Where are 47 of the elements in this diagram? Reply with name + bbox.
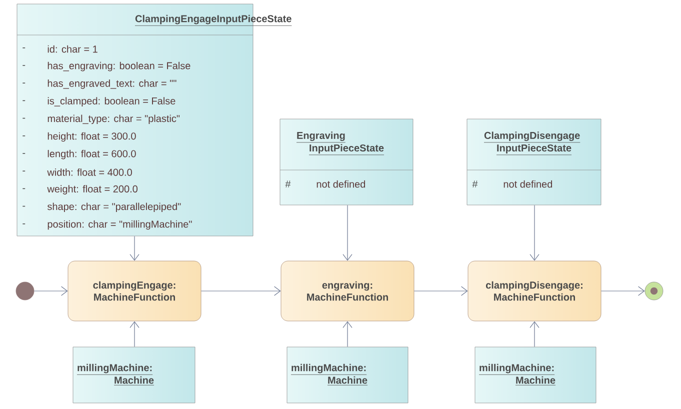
- visibility-marker: -: [22, 135, 26, 136]
- attribute-text: material_type: char = "plastic": [48, 114, 180, 124]
- visibility-marker: -: [22, 206, 26, 207]
- start-circle: [16, 282, 34, 300]
- attribute-text: height: float = 300.0: [48, 132, 136, 142]
- end-circle: [644, 282, 664, 300]
- visibility-marker: -: [22, 118, 26, 119]
- attribute-text: width: float = 400.0: [47, 168, 132, 176]
- class-name: ClampingDisengage InputPieceState: [484, 132, 580, 156]
- arrow: [342, 204, 352, 261]
- arrow: [130, 236, 140, 261]
- attribute-text: position: char = "millingMachine": [48, 220, 192, 230]
- visibility-marker: -: [22, 188, 26, 190]
- action-box: engraving: MachineFunction: [280, 260, 414, 322]
- attribute-text: is_clamped: boolean = False: [48, 97, 176, 106]
- class-name: ClampingEngageInputPieceState: [134, 14, 292, 26]
- action-box: clampingDisengage: MachineFunction: [468, 260, 602, 322]
- arrow: [530, 204, 540, 261]
- attribute-text: length: float = 600.0: [48, 150, 136, 160]
- visibility-marker: #: [472, 180, 478, 188]
- object-box: millingMachine: Machine: [72, 346, 196, 404]
- arrow: [34, 286, 68, 296]
- arrow: [130, 321, 140, 348]
- action-box: clampingEngage: MachineFunction: [68, 260, 202, 322]
- attribute-text: id: char = 1: [48, 45, 98, 53]
- attribute-text: not defined: [504, 180, 552, 188]
- visibility-marker: -: [22, 65, 26, 66]
- attribute-text: has_engraving: boolean = False: [48, 62, 190, 72]
- object-box: millingMachine: Machine: [286, 346, 408, 404]
- visibility-marker: #: [285, 180, 291, 188]
- attribute-text: not defined: [316, 180, 366, 188]
- visibility-marker: -: [22, 223, 26, 224]
- attribute-text: weight: float = 200.0: [47, 185, 138, 194]
- object-box: millingMachine: Machine: [474, 346, 596, 404]
- visibility-marker: -: [22, 82, 26, 84]
- visibility-marker: -: [22, 170, 26, 172]
- visibility-marker: -: [22, 47, 26, 48]
- arrow: [530, 321, 540, 348]
- visibility-marker: -: [22, 100, 26, 102]
- class-name: Engraving InputPieceState: [296, 132, 384, 156]
- arrow: [414, 286, 468, 296]
- attribute-text: shape: char = "parallelepiped": [48, 202, 181, 212]
- visibility-marker: -: [22, 153, 26, 154]
- arrow: [342, 321, 352, 348]
- attribute-text: has_engraved_text: char = "": [48, 80, 176, 89]
- arrow: [200, 286, 281, 296]
- arrow: [600, 286, 645, 296]
